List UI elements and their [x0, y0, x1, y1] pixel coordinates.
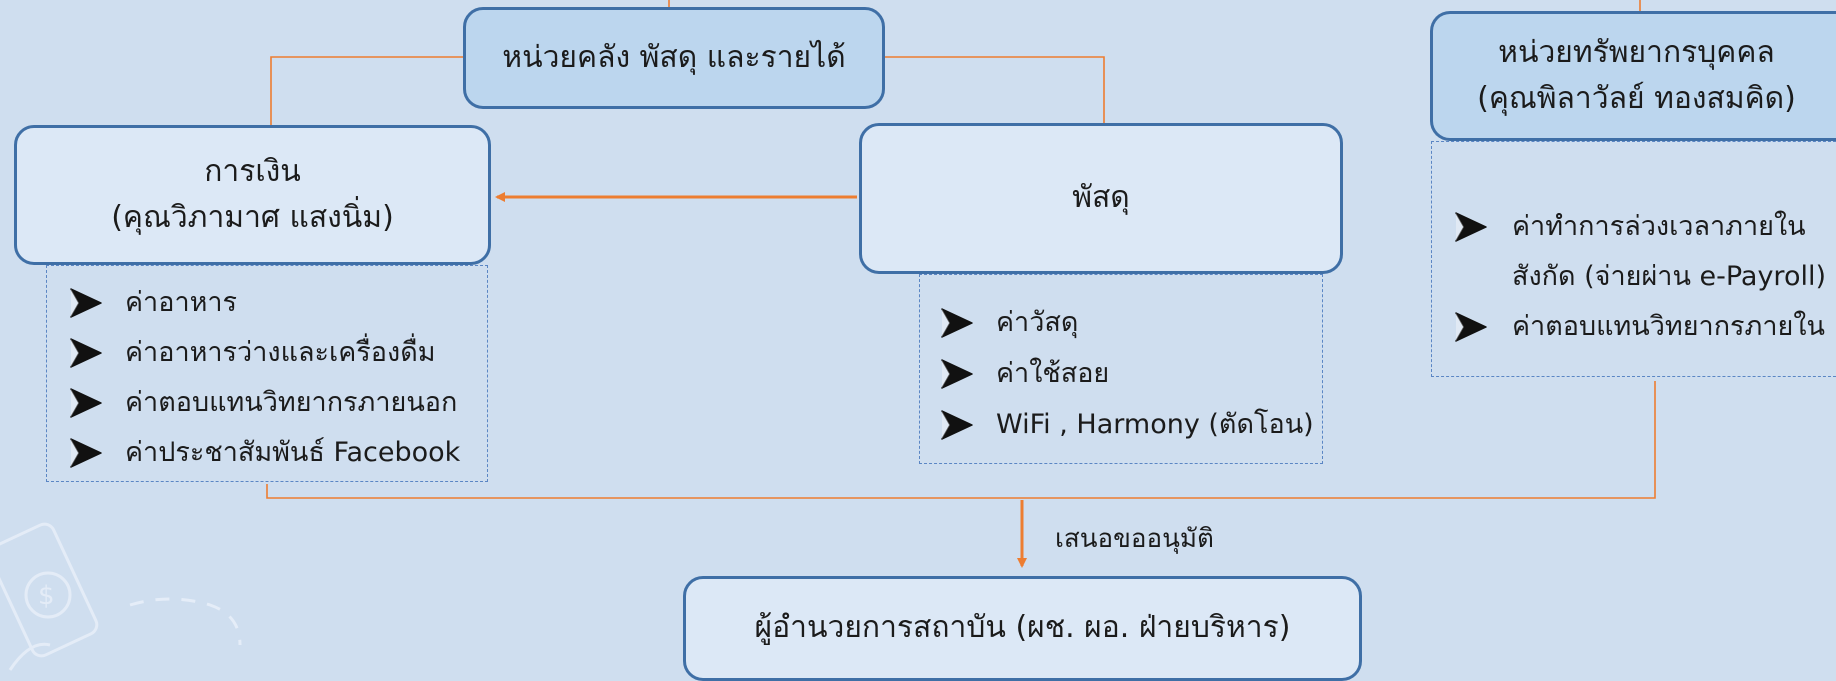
node-hr: หน่วยทรัพยากรบุคคล (คุณพิลาวัลย์ ทองสมคิ…: [1430, 11, 1836, 141]
finance-items-list: ค่าอาหาร ค่าอาหารว่างและเครื่องดื่ม ค่าต…: [46, 265, 488, 482]
node-finance-title: การเงิน: [204, 153, 301, 189]
arrow-bullet-icon: [1455, 212, 1487, 242]
supplies-items-list: ค่าวัสดุ ค่าใช้สอย WiFi , Harmony (ตัดโอ…: [919, 274, 1323, 464]
node-treasury-title: หน่วยคลัง พัสดุ และรายได้: [502, 39, 846, 75]
edge-label-propose: เสนอขออนุมัติ: [1055, 524, 1214, 554]
node-director-title: ผู้อำนวยการสถาบัน (ผช. ผอ. ฝ่ายบริหาร): [754, 610, 1291, 646]
line-merge-bottom: [266, 381, 1656, 499]
finance-item-text: ค่าประชาสัมพันธ์ Facebook: [125, 437, 461, 468]
list-item: ค่าทำการล่วงเวลาภายใน สังกัด (จ่ายผ่าน e…: [1454, 202, 1836, 302]
arrow-bullet-icon: [70, 288, 102, 318]
hr-item-text-line1: ค่าทำการล่วงเวลาภายใน: [1512, 211, 1806, 242]
node-director: ผู้อำนวยการสถาบัน (ผช. ผอ. ฝ่ายบริหาร): [683, 576, 1362, 681]
line-treasury-supplies: [883, 56, 1105, 123]
list-item: ค่าตอบแทนวิทยากรภายใน: [1454, 302, 1836, 352]
arrow-bullet-icon: [70, 388, 102, 418]
list-item: ค่าอาหาร: [69, 278, 487, 328]
node-treasury: หน่วยคลัง พัสดุ และรายได้: [463, 7, 885, 109]
svg-text:$: $: [38, 581, 55, 611]
node-finance-person: (คุณวิภามาศ แสงนิ่ม): [111, 200, 394, 235]
list-item: ค่าวัสดุ: [940, 297, 1322, 348]
hr-item-text: ค่าตอบแทนวิทยากรภายใน: [1512, 311, 1825, 342]
finance-item-text: ค่าอาหารว่างและเครื่องดื่ม: [125, 337, 436, 368]
node-hr-person: (คุณพิลาวัลย์ ทองสมคิด): [1477, 81, 1796, 116]
arrow-bullet-icon: [941, 409, 973, 440]
node-supplies-title: พัสดุ: [1072, 180, 1130, 216]
supplies-item-text: ค่าวัสดุ: [996, 307, 1079, 338]
money-doodle-icon: $: [0, 522, 242, 671]
node-finance: การเงิน (คุณวิภามาศ แสงนิ่ม): [14, 125, 491, 265]
arrow-bullet-icon: [1455, 312, 1487, 342]
finance-item-text: ค่าอาหาร: [125, 287, 238, 318]
arrow-bullet-icon: [70, 338, 102, 368]
node-hr-title: หน่วยทรัพยากรบุคคล: [1498, 34, 1775, 70]
hr-item-text-line2: สังกัด (จ่ายผ่าน e-Payroll): [1512, 261, 1826, 292]
list-item: ค่าใช้สอย: [940, 348, 1322, 399]
finance-item-text: ค่าตอบแทนวิทยากรภายนอก: [125, 387, 458, 418]
supplies-item-text: ค่าใช้สอย: [996, 358, 1110, 389]
list-item: ค่าประชาสัมพันธ์ Facebook: [69, 428, 487, 478]
supplies-item-text: WiFi , Harmony (ตัดโอน): [996, 409, 1314, 440]
arrow-bullet-icon: [941, 307, 973, 338]
arrow-bullet-icon: [941, 358, 973, 389]
list-item: ค่าตอบแทนวิทยากรภายนอก: [69, 378, 487, 428]
line-treasury-finance: [270, 56, 463, 125]
node-supplies: พัสดุ: [859, 123, 1343, 274]
hr-items-list: ค่าทำการล่วงเวลาภายใน สังกัด (จ่ายผ่าน e…: [1431, 141, 1836, 377]
list-item: WiFi , Harmony (ตัดโอน): [940, 399, 1322, 450]
arrow-bullet-icon: [70, 438, 102, 468]
list-item: ค่าอาหารว่างและเครื่องดื่ม: [69, 328, 487, 378]
